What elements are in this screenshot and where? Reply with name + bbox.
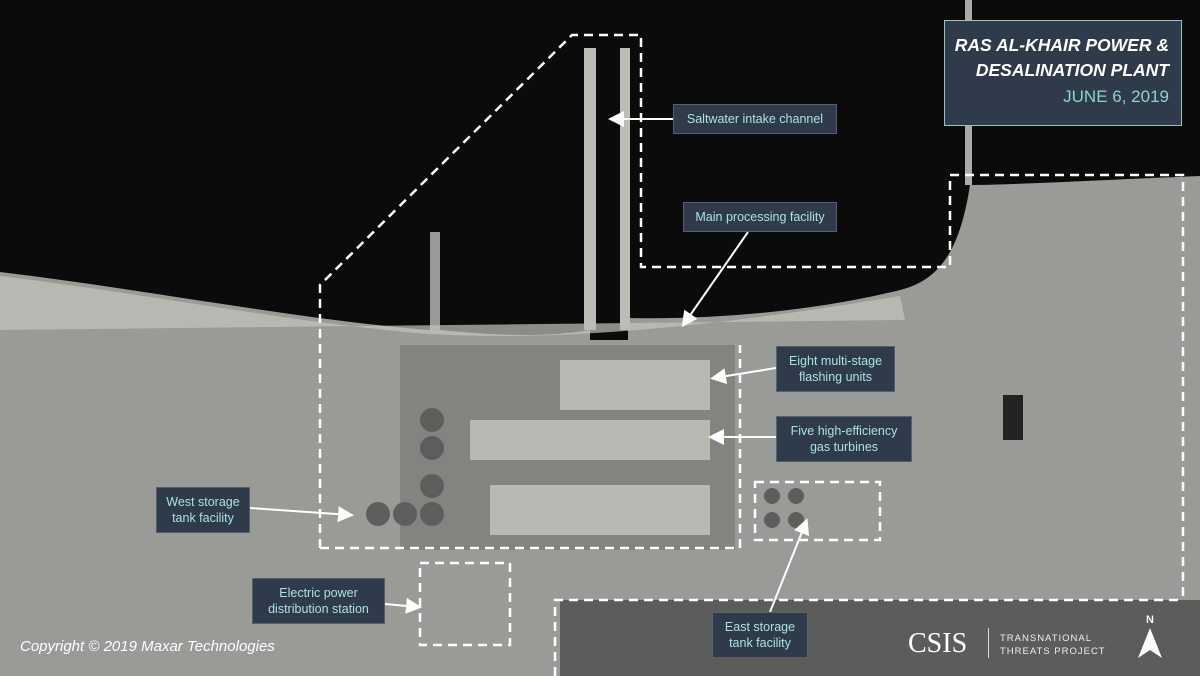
north-arrow-icon: N (1135, 614, 1165, 664)
project-name: TRANSNATIONAL THREATS PROJECT (1000, 632, 1106, 658)
label-east-storage-tank-facility: East storage tank facility (712, 612, 808, 658)
north-label: N (1146, 614, 1154, 626)
logo-divider (988, 628, 989, 658)
label-flashing-units: Eight multi-stage flashing units (776, 346, 895, 392)
label-west-storage-tank-facility: West storage tank facility (156, 487, 250, 533)
project-line-2: THREATS PROJECT (1000, 646, 1106, 657)
label-main-processing-facility: Main processing facility (683, 202, 837, 232)
label-electric-power-distribution-station: Electric power distribution station (252, 578, 385, 624)
csis-logo: CSIS (908, 628, 968, 659)
image-date: JUNE 6, 2019 (1063, 87, 1169, 106)
label-saltwater-intake-channel: Saltwater intake channel (673, 104, 837, 134)
label-gas-turbines: Five high-efficiency gas turbines (776, 416, 912, 462)
intake-channel (584, 48, 630, 330)
project-line-1: TRANSNATIONAL (1000, 633, 1093, 644)
main-outline (318, 33, 1185, 600)
copyright-credit: Copyright © 2019 Maxar Technologies (20, 638, 275, 655)
title-line-2: DESALINATION PLANT (975, 60, 1169, 80)
title-box: RAS AL-KHAIR POWER & DESALINATION PLANT … (944, 20, 1182, 126)
title-line-1: RAS AL-KHAIR POWER & (954, 35, 1169, 55)
